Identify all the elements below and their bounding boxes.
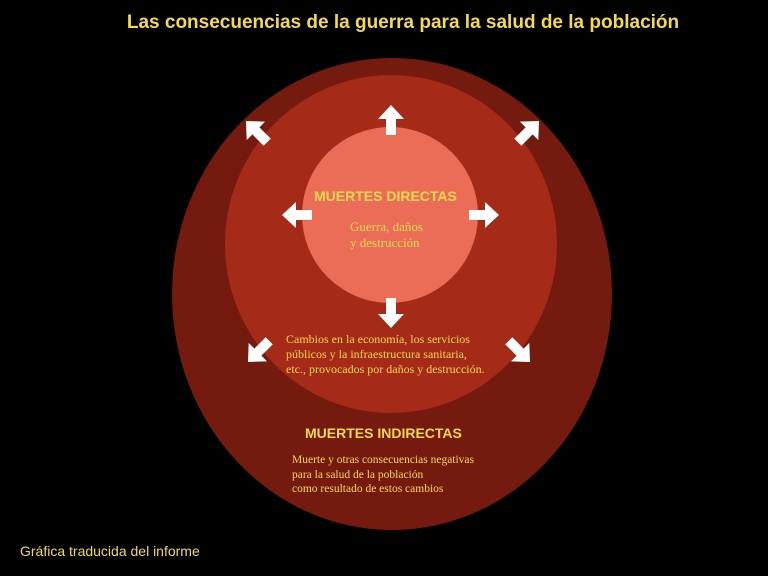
inner-circle-direct-deaths [302,127,478,303]
footer-caption: Gráfica traducida del informe [20,543,200,559]
page-title: Las consecuencias de la guerra para la s… [126,12,680,33]
indirect-deaths-heading: MUERTES INDIRECTAS [305,425,462,441]
indirect-deaths-description: Muerte y otras consecuencias negativas p… [292,454,475,495]
direct-deaths-description: Guerra, daños y destrucción [350,219,423,250]
direct-deaths-heading: MUERTES DIRECTAS [314,188,457,204]
changes-description: Cambios en la economía, los servicios pú… [286,332,485,376]
